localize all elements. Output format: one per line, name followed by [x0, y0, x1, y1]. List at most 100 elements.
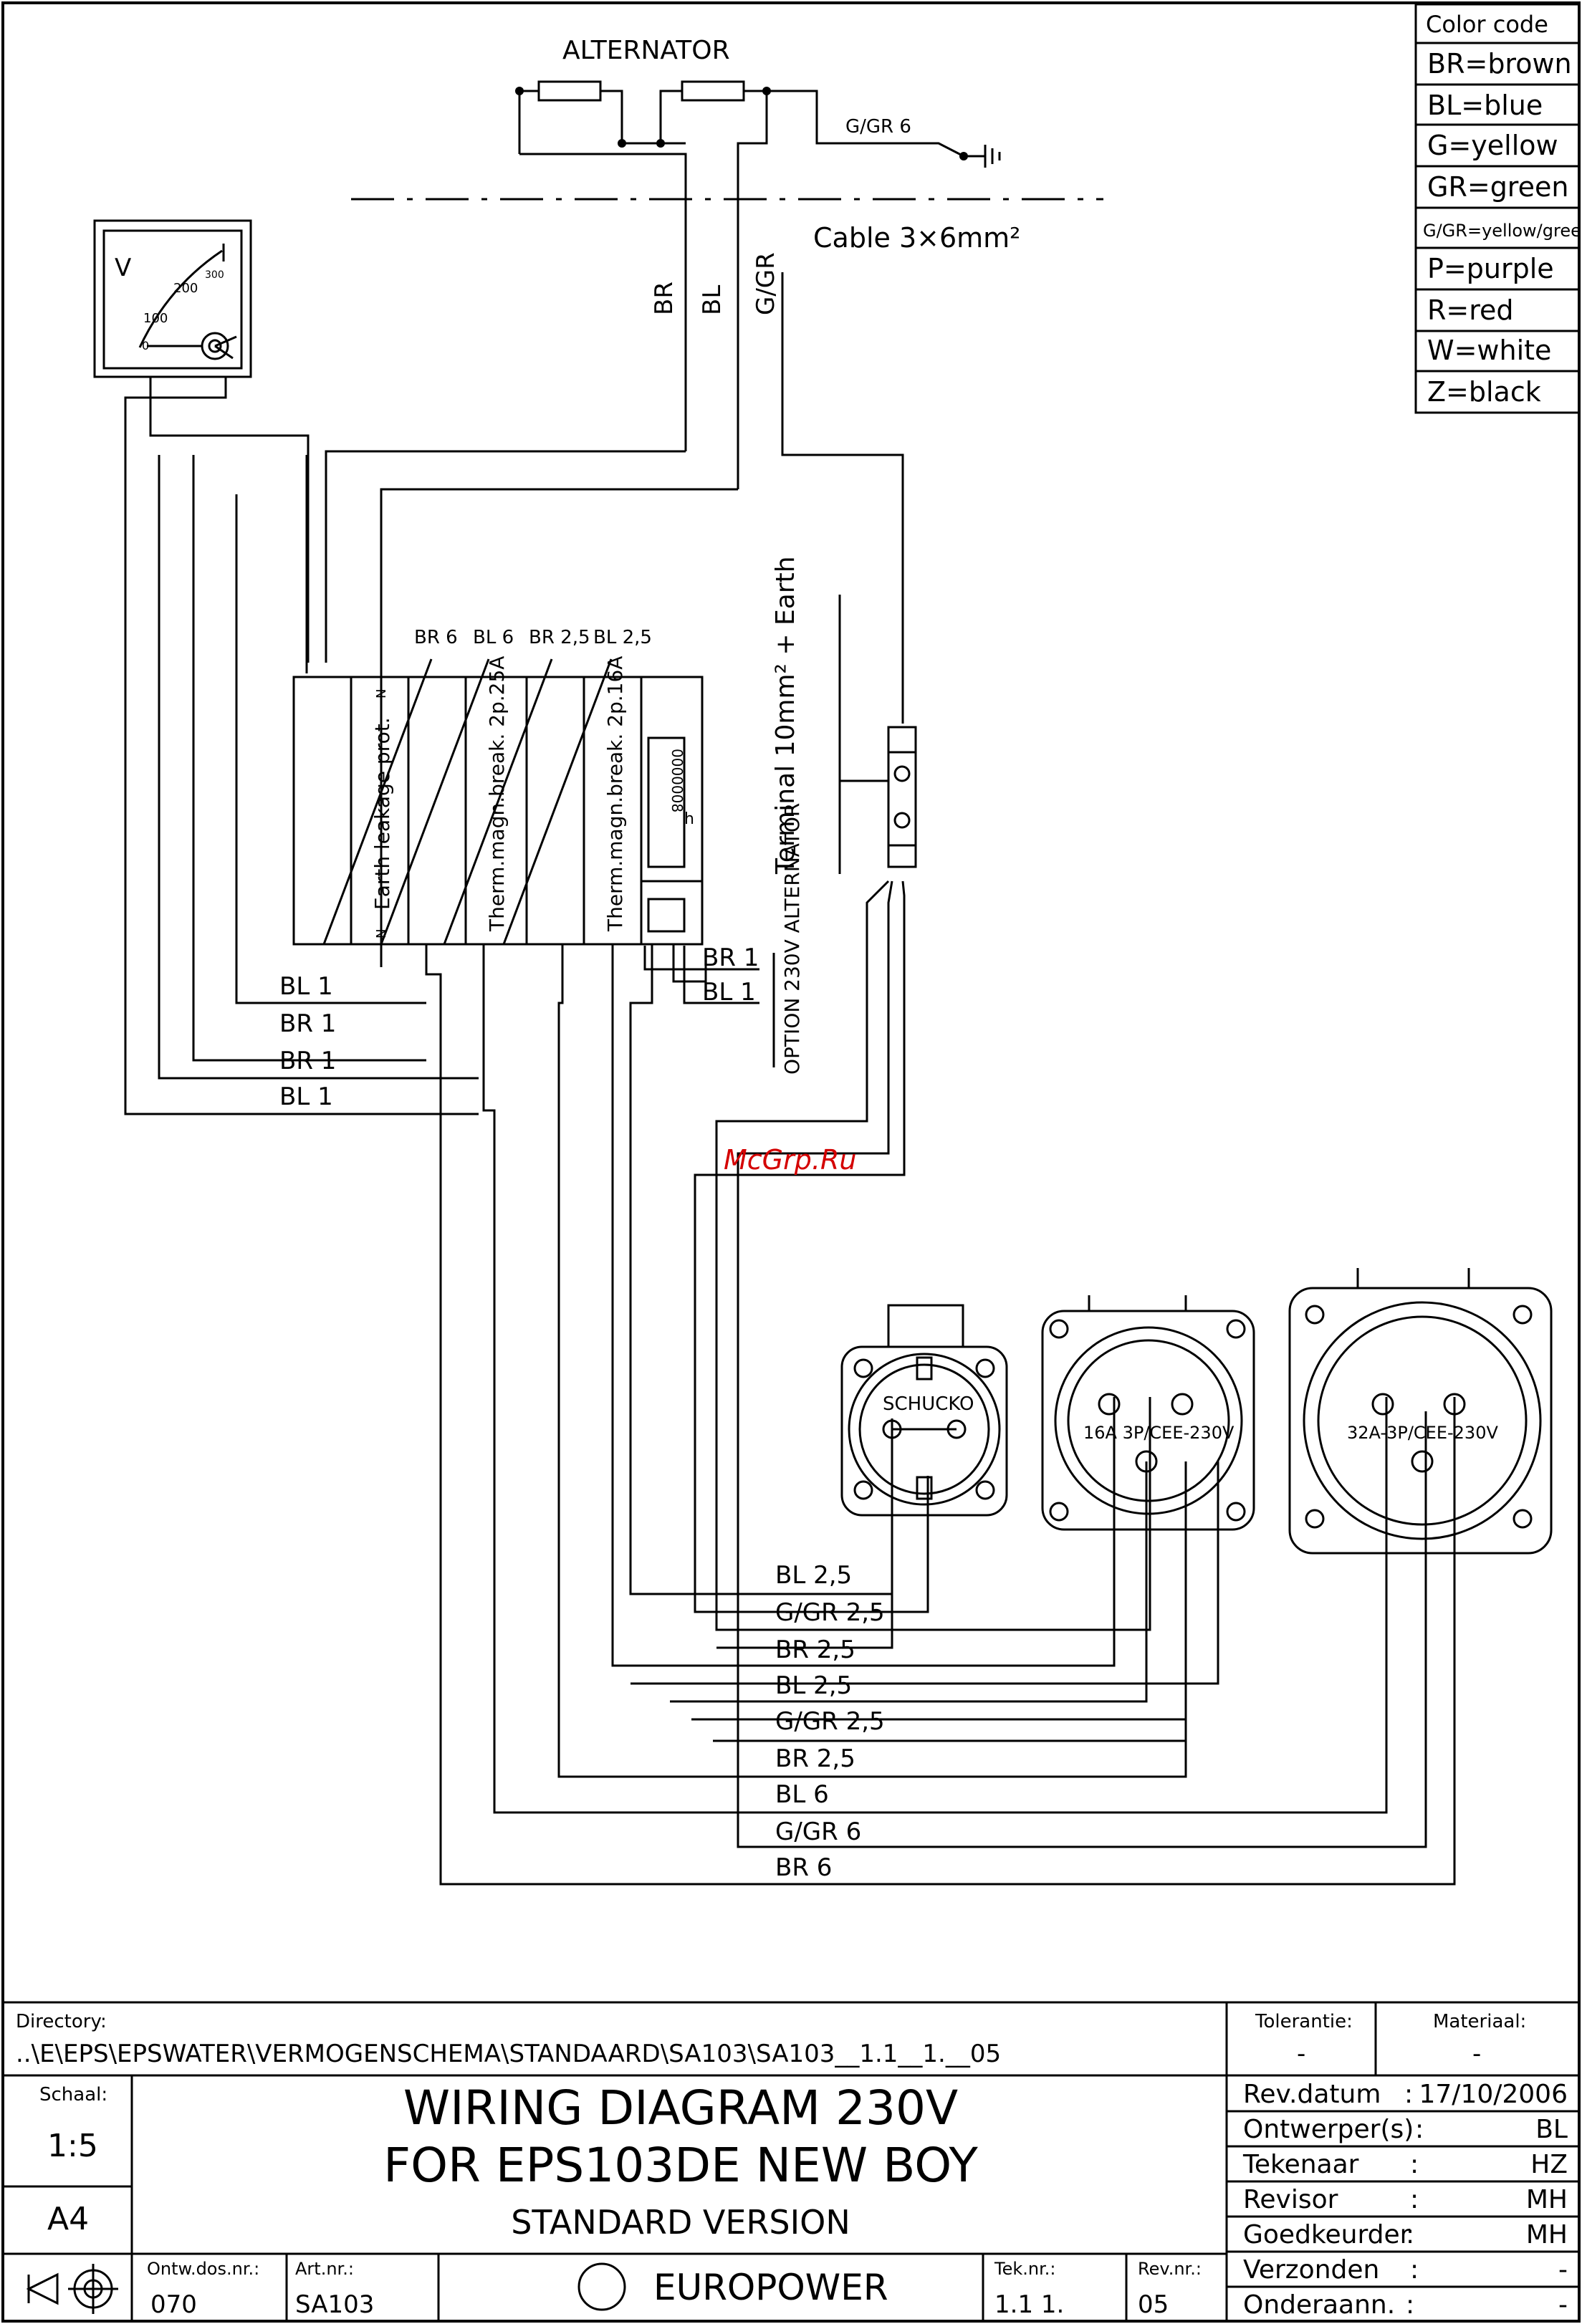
legend-item: P=purple: [1427, 253, 1554, 284]
legend-item: G/GR=yellow/green: [1423, 221, 1582, 241]
wire-label: G/GR 6: [775, 1818, 861, 1846]
cable-label: Cable 3×6mm²: [813, 222, 1020, 254]
wire-label: BR 2,5: [775, 1744, 855, 1773]
scale-mark: 200: [173, 281, 198, 296]
legend-item: G=yellow: [1427, 130, 1558, 161]
scale-mark: 300: [205, 269, 224, 281]
tolerantie-value: -: [1297, 2040, 1305, 2068]
info-sep: :: [1410, 2150, 1419, 2179]
option-label: OPTION 230V ALTERNATOR: [780, 803, 804, 1075]
legend-item: Z=black: [1427, 376, 1541, 408]
cee-16a-socket: [1041, 1295, 1255, 1531]
info-value: BL: [1535, 2115, 1568, 2144]
wire-label: BL 6: [775, 1780, 829, 1809]
legend-item: BL=blue: [1427, 90, 1543, 121]
ontw-value: 070: [150, 2290, 197, 2319]
legend-item: W=white: [1427, 335, 1551, 366]
alternator-label: ALTERNATOR: [562, 36, 730, 65]
info-value: MH: [1526, 2185, 1568, 2214]
title-block: Directory: ..\E\EPS\EPSWATER\VERMOGENSCH…: [3, 2001, 1579, 2321]
schaal-value: 1:5: [47, 2128, 98, 2164]
module-label: Earth leakage prot.: [370, 717, 394, 910]
rev-value: 05: [1138, 2290, 1169, 2319]
voltmeter-unit: V: [115, 254, 131, 282]
wire-label: BR 6: [775, 1853, 832, 1882]
earth-wire-label: G/GR 6: [845, 116, 911, 138]
art-label: Art.nr.:: [295, 2259, 354, 2279]
scale-mark: 100: [143, 311, 168, 326]
hour-counter-unit: h: [684, 810, 694, 828]
schucko-label: SCHUCKO: [883, 1393, 974, 1415]
materiaal-value: -: [1472, 2040, 1481, 2068]
scale-mark: 0: [142, 339, 149, 352]
drawing-subtitle: STANDARD VERSION: [511, 2203, 850, 2242]
terminal-label: Terminal 10mm² + Earth: [771, 556, 800, 875]
socket-wire-labels: BL 2,5 G/GR 2,5 BR 2,5 BL 2,5 G/GR 2,5 B…: [775, 1561, 885, 1882]
legend-title: Color code: [1426, 11, 1548, 38]
directory-label: Directory:: [16, 2011, 107, 2032]
format-value: A4: [47, 2201, 89, 2237]
top-wire-label: BR 2,5: [529, 627, 590, 648]
info-sep: :: [1410, 2255, 1419, 2285]
cee-32a-label: 32A-3P/CEE-230V: [1347, 1423, 1498, 1443]
wire-label: BR 1: [279, 1009, 336, 1038]
wire-label: G/GR 2,5: [775, 1707, 885, 1736]
info-sep: :: [1415, 2115, 1424, 2144]
tek-value: 1.1 1.: [994, 2290, 1064, 2319]
cee-32a-socket: [1288, 1268, 1553, 1555]
wire-bl: BL: [698, 285, 727, 315]
color-code-legend: Color code BR=brown BL=blue G=yellow GR=…: [1414, 3, 1582, 414]
info-sep: :: [1406, 2290, 1414, 2320]
info-key: Revisor: [1243, 2185, 1338, 2214]
option-wire-label: BR 1: [702, 943, 759, 972]
top-wire-label: BL 6: [473, 627, 514, 648]
wiring: [124, 272, 1456, 1886]
legend-item: BR=brown: [1427, 48, 1572, 80]
wire-label: BR 2,5: [775, 1636, 855, 1664]
info-key: Verzonden: [1243, 2255, 1379, 2285]
top-wire-label: BR 6: [414, 627, 458, 648]
drawing-title: WIRING DIAGRAM 230V: [403, 2080, 958, 2136]
module-label: Therm.magn.break. 2p.16A: [603, 656, 627, 932]
info-sep: :: [1406, 2220, 1414, 2249]
wire-ggr: G/GR: [752, 252, 780, 315]
option-wire-label: BL 1: [702, 978, 756, 1007]
n-mark: N: [374, 689, 389, 698]
info-key: Ontwerper(s): [1243, 2115, 1414, 2144]
ontw-label: Ontw.dos.nr.:: [147, 2259, 259, 2279]
info-value: 17/10/2006: [1419, 2080, 1568, 2109]
voltmeter: V 0 100 200 300: [93, 219, 252, 378]
info-key: Onderaann.: [1243, 2290, 1395, 2320]
drawing-title: FOR EPS103DE NEW BOY: [383, 2138, 978, 2193]
info-value: MH: [1526, 2220, 1568, 2249]
hour-counter: 0000008: [668, 749, 686, 812]
info-value: HZ: [1530, 2150, 1568, 2179]
wire-label: BL 2,5: [775, 1561, 852, 1590]
art-value: SA103: [295, 2290, 374, 2319]
schaal-label: Schaal:: [39, 2084, 107, 2105]
tek-label: Tek.nr.:: [994, 2259, 1055, 2279]
schucko-socket: [840, 1304, 1008, 1517]
wire-br: BR: [650, 282, 679, 315]
wire-label: BL 2,5: [775, 1671, 852, 1700]
n-mark: N: [374, 929, 389, 938]
watermark: McGrp.Ru: [724, 1144, 856, 1176]
rev-label: Rev.nr.:: [1138, 2259, 1202, 2279]
materiaal-label: Materiaal:: [1433, 2011, 1526, 2032]
info-sep: :: [1404, 2080, 1413, 2109]
directory-path: ..\E\EPS\EPSWATER\VERMOGENSCHEMA\STANDAA…: [16, 2040, 1001, 2068]
alternator: ALTERNATOR G/GR 6: [351, 36, 1103, 489]
distribution-panel: BR 6 BL 6 BR 2,5 BL 2,5 Earth leakage pr…: [279, 627, 804, 1111]
module-label: Therm.magn.break. 2p.25A: [485, 656, 509, 932]
company-name: EUROPOWER: [653, 2267, 888, 2308]
tolerantie-label: Tolerantie:: [1255, 2011, 1353, 2032]
info-key: Rev.datum: [1243, 2080, 1381, 2109]
cee-16a-label: 16A 3P/CEE-230V: [1083, 1423, 1235, 1443]
info-sep: :: [1410, 2185, 1419, 2214]
wire-label: BL 1: [279, 1082, 333, 1111]
info-value: -: [1558, 2290, 1568, 2320]
wire-label: BR 1: [279, 1047, 336, 1075]
wire-label: BL 1: [279, 972, 333, 1001]
legend-item: R=red: [1427, 294, 1514, 326]
